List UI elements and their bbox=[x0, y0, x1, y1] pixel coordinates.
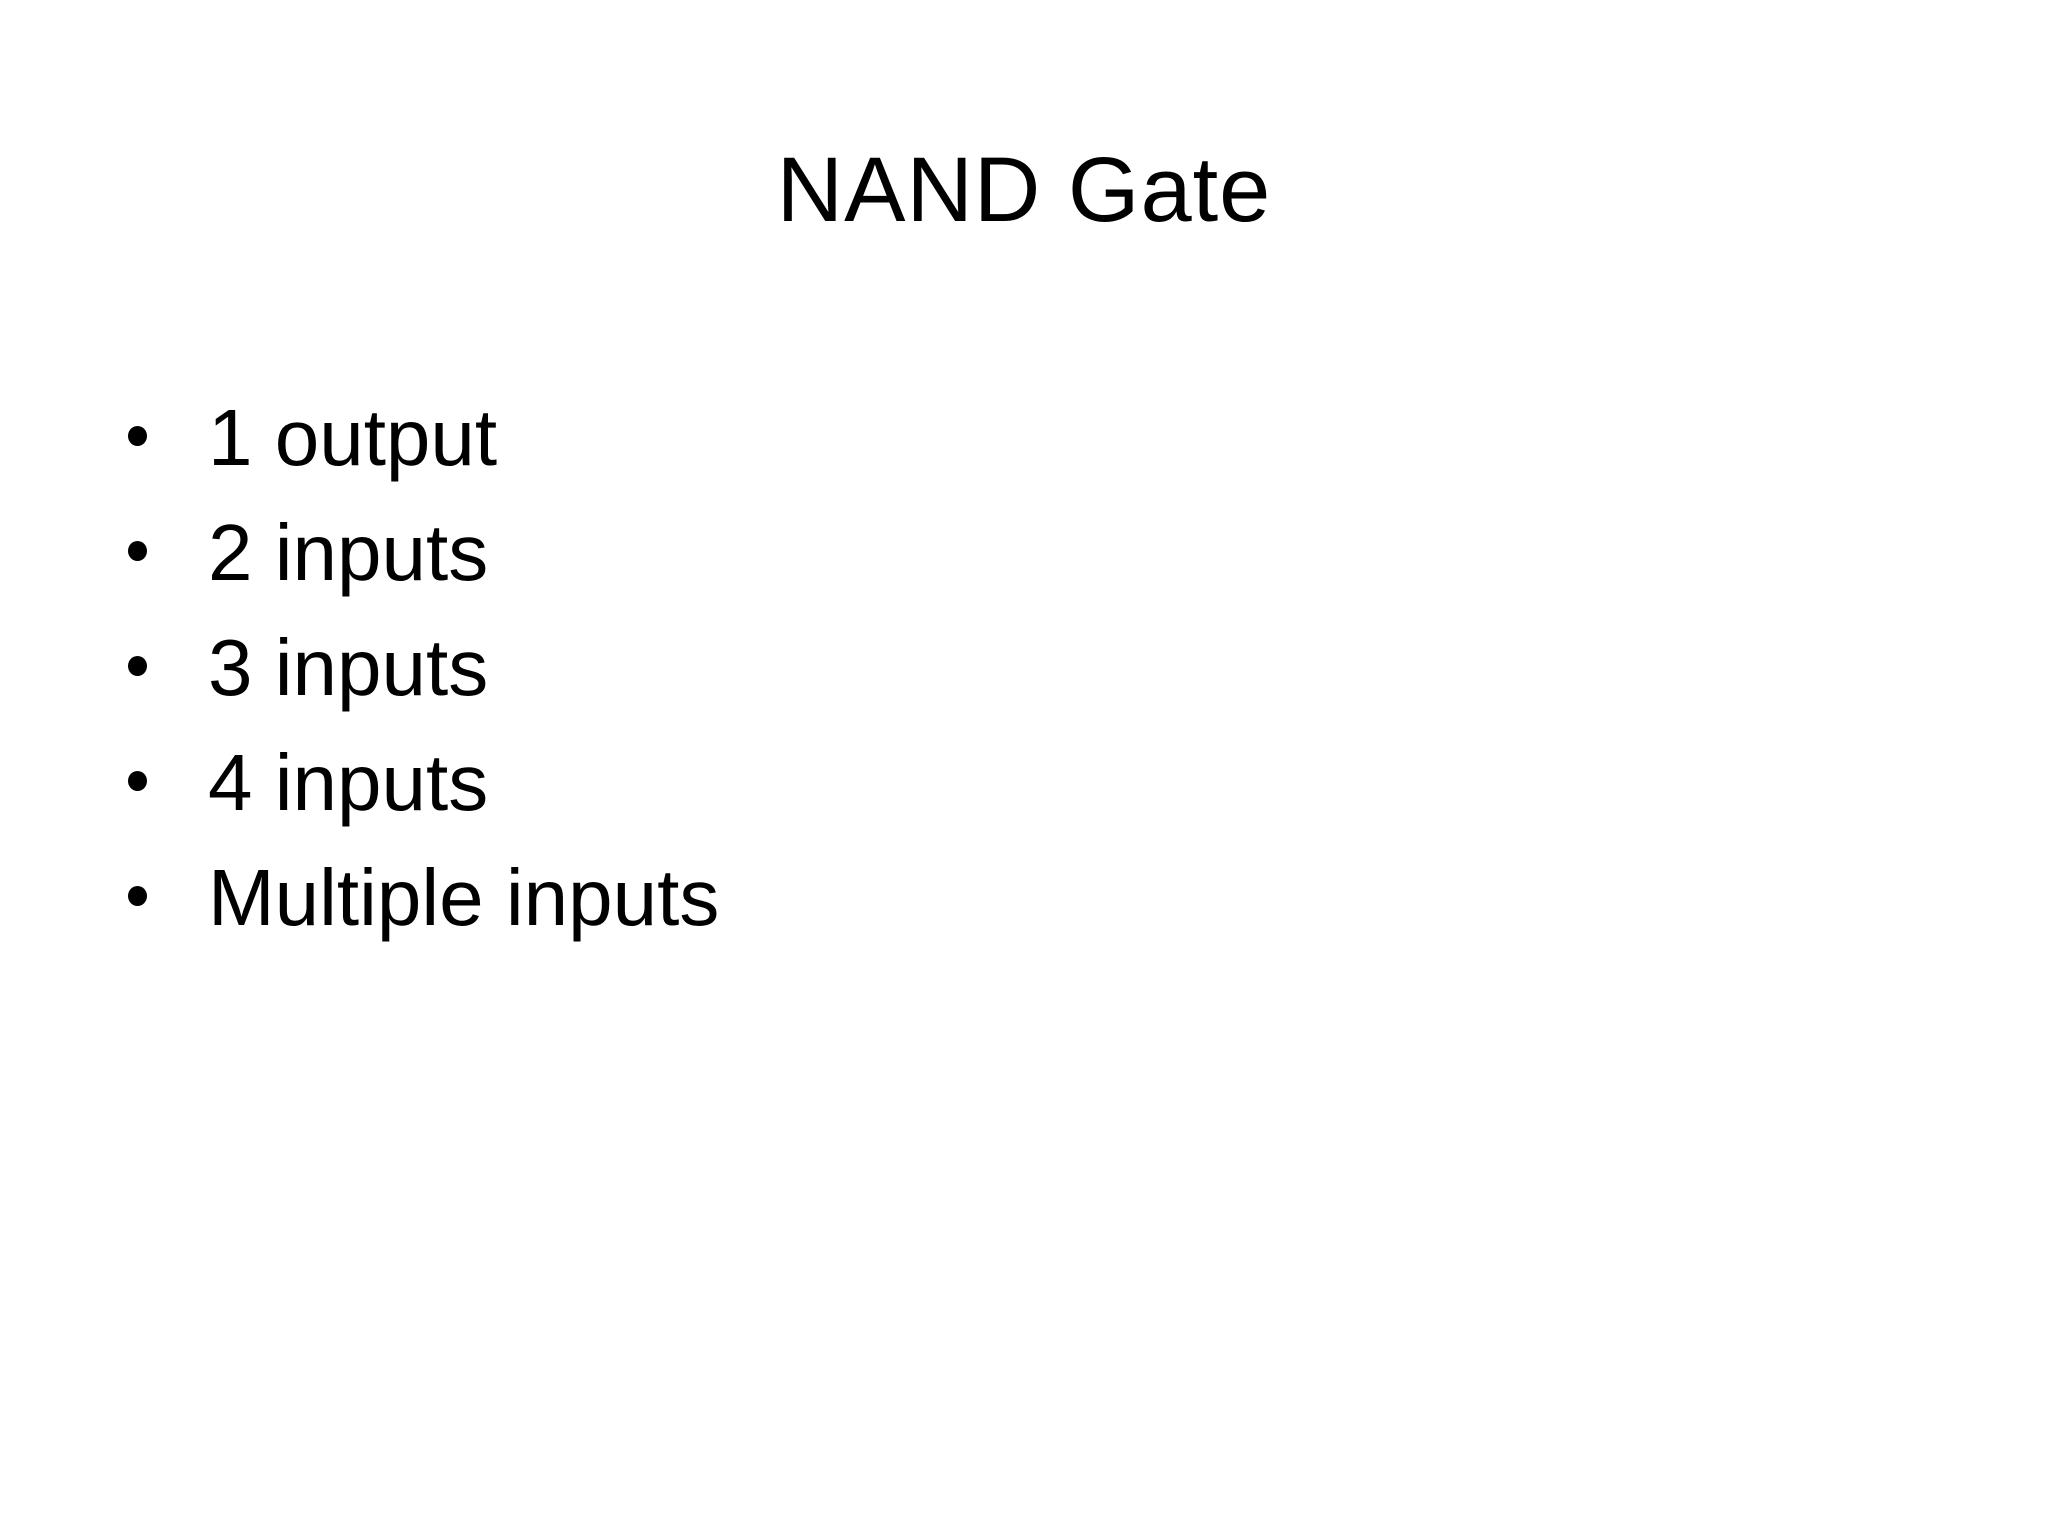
bullet-item: 3 inputs bbox=[0, 620, 2048, 716]
bullet-text: 4 inputs bbox=[208, 738, 489, 828]
bullet-list: 1 output 2 inputs 3 inputs 4 inputs Mult… bbox=[0, 390, 2048, 946]
bullet-dot-icon bbox=[128, 656, 147, 677]
bullet-item: Multiple inputs bbox=[0, 850, 2048, 946]
bullet-dot-icon bbox=[128, 426, 147, 447]
bullet-item: 2 inputs bbox=[0, 505, 2048, 601]
bullet-text: 2 inputs bbox=[208, 508, 489, 598]
bullet-dot-icon bbox=[128, 541, 147, 562]
bullet-text: 1 output bbox=[208, 393, 498, 483]
slide-title: NAND Gate bbox=[776, 139, 1272, 241]
bullet-text: Multiple inputs bbox=[208, 853, 720, 943]
bullet-item: 1 output bbox=[0, 390, 2048, 486]
bullet-dot-icon bbox=[128, 886, 147, 907]
bullet-dot-icon bbox=[128, 771, 147, 792]
bullet-item: 4 inputs bbox=[0, 735, 2048, 831]
bullet-text: 3 inputs bbox=[208, 623, 489, 713]
